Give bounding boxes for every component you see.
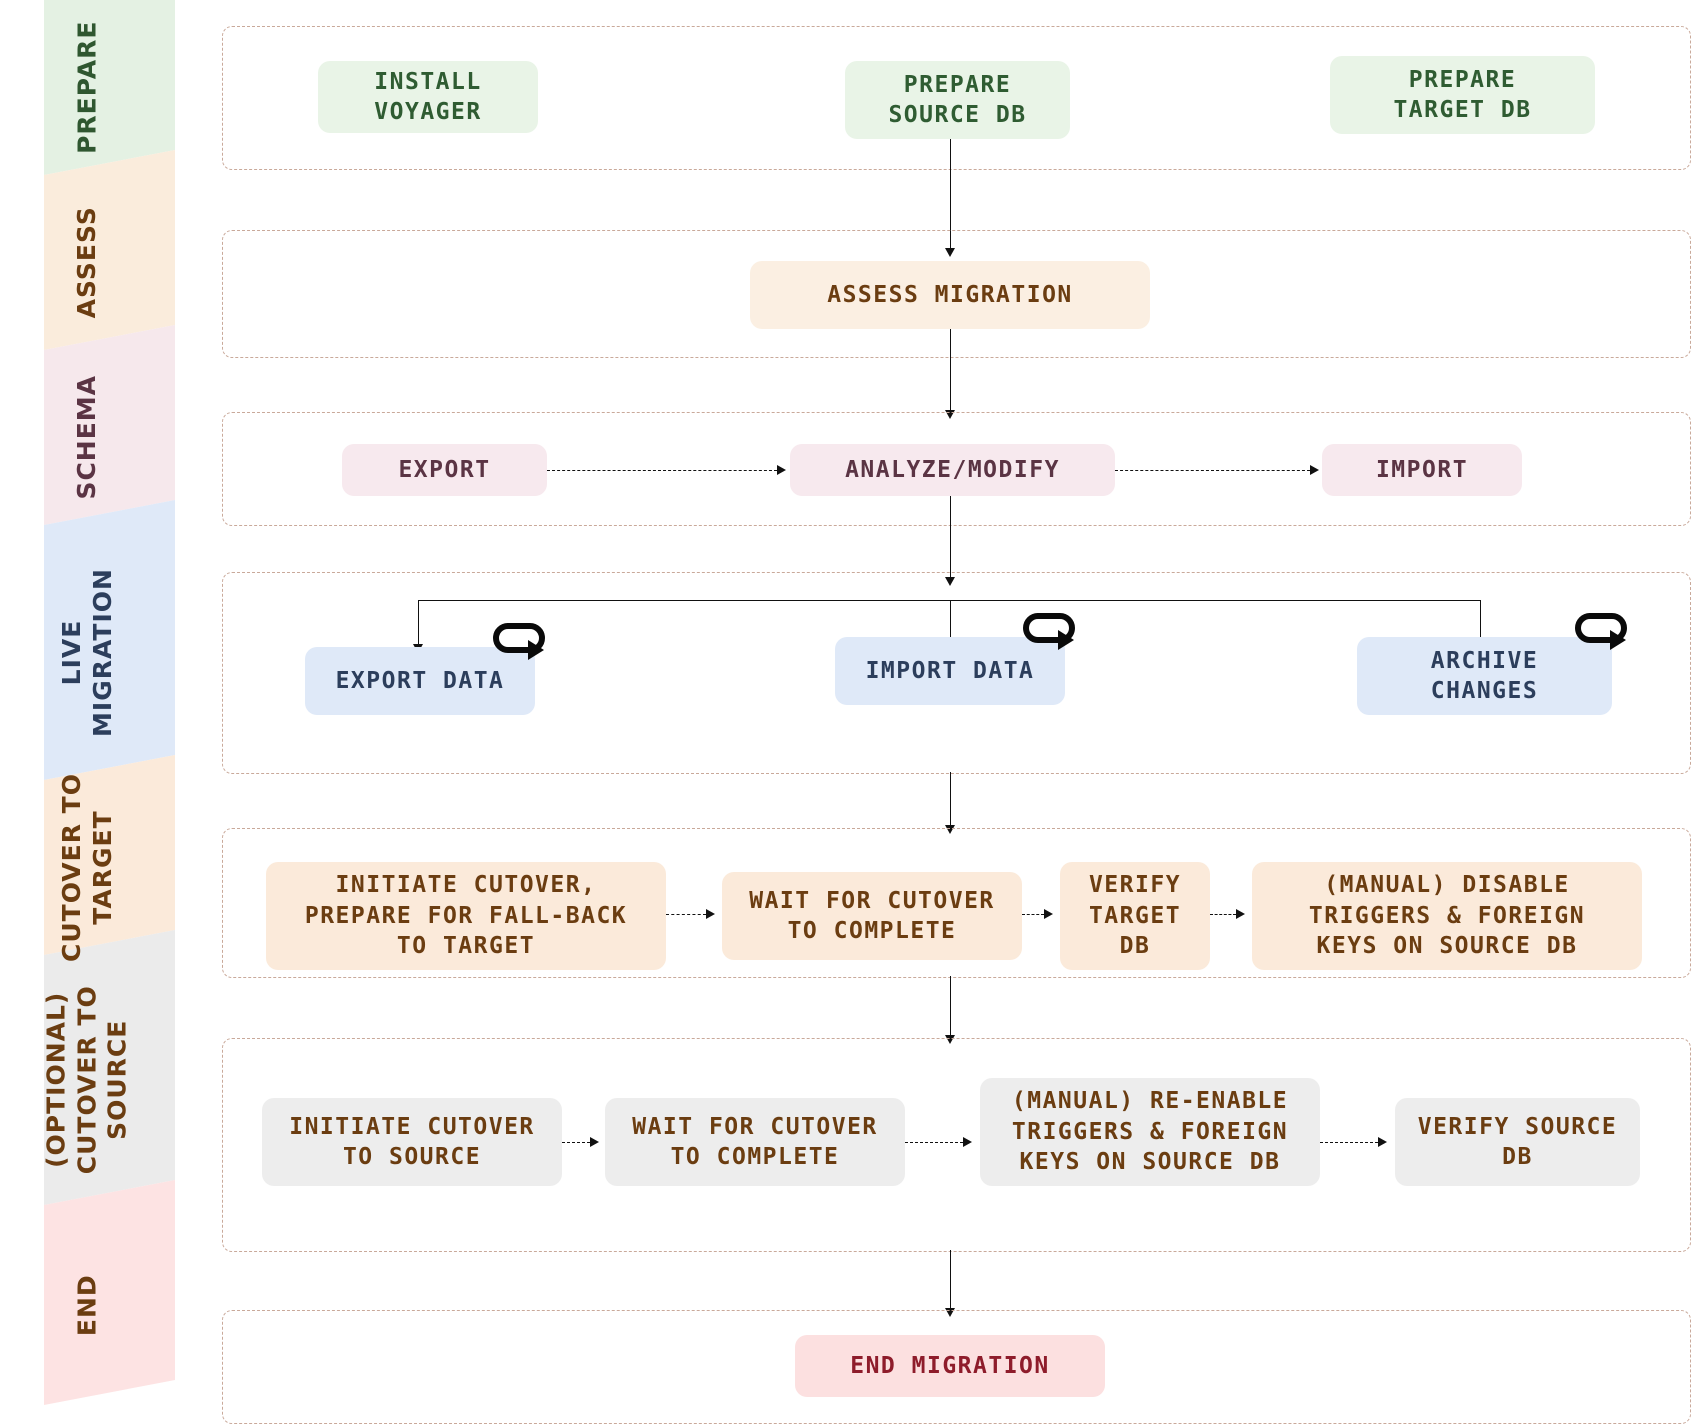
lane-live-migration <box>222 572 1691 774</box>
connector-reenable-to-verify-source <box>1320 1142 1378 1143</box>
connector-schema-to-live-arrow <box>945 577 955 586</box>
connector-wait-to-verify-target <box>1022 914 1044 915</box>
stage-label-assess: ASSESS <box>72 206 102 319</box>
node-assess-migration[interactable]: ASSESS MIGRATION <box>750 261 1150 329</box>
connector-verify-to-disable-target-arrow <box>1236 909 1245 919</box>
stage-item-cutover-source[interactable]: (OPTIONAL) CUTOVER TO SOURCE <box>0 955 175 1205</box>
node-install-voyager[interactable]: INSTALL VOYAGER <box>318 61 538 133</box>
connector-wait-to-reenable-source <box>905 1142 963 1143</box>
connector-assess-to-schema <box>950 329 951 414</box>
live-branch-stem-right <box>1480 600 1481 648</box>
stage-band-end <box>44 1180 175 1405</box>
connector-analyze-to-import-arrow <box>1310 465 1319 475</box>
connector-initiate-to-wait-source <box>562 1142 590 1143</box>
connector-cutover-target-to-source <box>950 976 951 1039</box>
connector-analyze-to-import <box>1115 470 1310 471</box>
lane-cutover-target <box>222 828 1691 978</box>
connector-export-to-analyze-arrow <box>777 465 786 475</box>
connector-initiate-to-wait-target <box>666 914 706 915</box>
stage-band: PREPARE ASSESS SCHEMA LIVE MIGRATION CUT… <box>0 0 175 1405</box>
node-wait-for-cutover-source[interactable]: WAIT FOR CUTOVER TO COMPLETE <box>605 1098 905 1186</box>
stage-label-prepare: PREPARE <box>72 20 102 155</box>
node-schema-import[interactable]: IMPORT <box>1322 444 1522 496</box>
stage-band-live-migration <box>44 500 175 780</box>
stage-label-cutover-source: (OPTIONAL) CUTOVER TO SOURCE <box>41 985 132 1175</box>
node-prepare-source-db[interactable]: PREPARE SOURCE DB <box>845 61 1070 139</box>
node-schema-export[interactable]: EXPORT <box>342 444 547 496</box>
stage-label-live-migration: LIVE MIGRATION <box>56 568 117 737</box>
node-import-data[interactable]: IMPORT DATA <box>835 637 1065 705</box>
stage-item-assess[interactable]: ASSESS <box>0 175 175 350</box>
node-disable-triggers-source[interactable]: (MANUAL) DISABLE TRIGGERS & FOREIGN KEYS… <box>1252 862 1642 970</box>
stage-label-cutover-target: CUTOVER TO TARGET <box>57 773 117 962</box>
lane-cutover-source <box>222 1038 1691 1252</box>
lane-schema <box>222 412 1691 526</box>
live-branch-bar <box>418 600 1480 601</box>
lane-assess <box>222 230 1691 358</box>
connector-cutover-source-to-end <box>950 1250 951 1312</box>
stage-band-cutover-target <box>44 755 175 955</box>
stage-band-assess <box>44 150 175 350</box>
stage-band-prepare <box>44 0 175 175</box>
connector-wait-to-verify-target-arrow <box>1044 909 1053 919</box>
connector-assess-to-schema-arrow <box>945 410 955 419</box>
lane-prepare <box>222 26 1691 170</box>
node-verify-target-db[interactable]: VERIFY TARGET DB <box>1060 862 1210 970</box>
connector-live-to-cutover-target-arrow <box>945 825 955 834</box>
connector-schema-to-live <box>950 496 951 581</box>
stage-item-end[interactable]: END <box>0 1205 175 1405</box>
stage-item-schema[interactable]: SCHEMA <box>0 350 175 525</box>
self-loop-icon <box>488 616 550 664</box>
node-end-migration[interactable]: END MIGRATION <box>795 1335 1105 1397</box>
stage-item-prepare[interactable]: PREPARE <box>0 0 175 175</box>
node-initiate-cutover-target[interactable]: INITIATE CUTOVER, PREPARE FOR FALL-BACK … <box>266 862 666 970</box>
live-branch-stem-center <box>950 600 951 648</box>
connector-live-to-cutover-target <box>950 772 951 829</box>
node-export-data[interactable]: EXPORT DATA <box>305 647 535 715</box>
stage-band-shapes <box>44 0 175 1405</box>
node-archive-changes[interactable]: ARCHIVE CHANGES <box>1357 637 1612 715</box>
connector-wait-to-reenable-source-arrow <box>963 1137 972 1147</box>
stage-band-cutover-source <box>44 930 175 1205</box>
connector-verify-to-disable-target <box>1210 914 1236 915</box>
connector-prepare-to-assess <box>950 139 951 251</box>
stage-label-schema: SCHEMA <box>72 375 102 500</box>
node-prepare-target-db[interactable]: PREPARE TARGET DB <box>1330 56 1595 134</box>
connector-initiate-to-wait-target-arrow <box>706 909 715 919</box>
connector-reenable-to-verify-source-arrow <box>1378 1137 1387 1147</box>
node-initiate-cutover-source[interactable]: INITIATE CUTOVER TO SOURCE <box>262 1098 562 1186</box>
node-reenable-triggers-source[interactable]: (MANUAL) RE-ENABLE TRIGGERS & FOREIGN KE… <box>980 1078 1320 1186</box>
stage-label-end: END <box>72 1274 102 1336</box>
node-verify-source-db[interactable]: VERIFY SOURCE DB <box>1395 1098 1640 1186</box>
connector-cutover-target-to-source-arrow <box>945 1035 955 1044</box>
connector-initiate-to-wait-source-arrow <box>590 1137 599 1147</box>
connector-cutover-source-to-end-arrow <box>945 1308 955 1317</box>
live-branch-stem-left <box>418 600 419 648</box>
stage-band-schema <box>44 325 175 525</box>
stage-item-live-migration[interactable]: LIVE MIGRATION <box>0 525 175 780</box>
node-wait-for-cutover-target[interactable]: WAIT FOR CUTOVER TO COMPLETE <box>722 872 1022 960</box>
self-loop-icon <box>1570 606 1632 654</box>
stage-item-cutover-target[interactable]: CUTOVER TO TARGET <box>0 773 175 962</box>
connector-prepare-to-assess-arrow <box>945 248 955 257</box>
connector-export-to-analyze <box>547 470 777 471</box>
node-schema-analyze-modify[interactable]: ANALYZE/MODIFY <box>790 444 1115 496</box>
self-loop-icon <box>1018 606 1080 654</box>
